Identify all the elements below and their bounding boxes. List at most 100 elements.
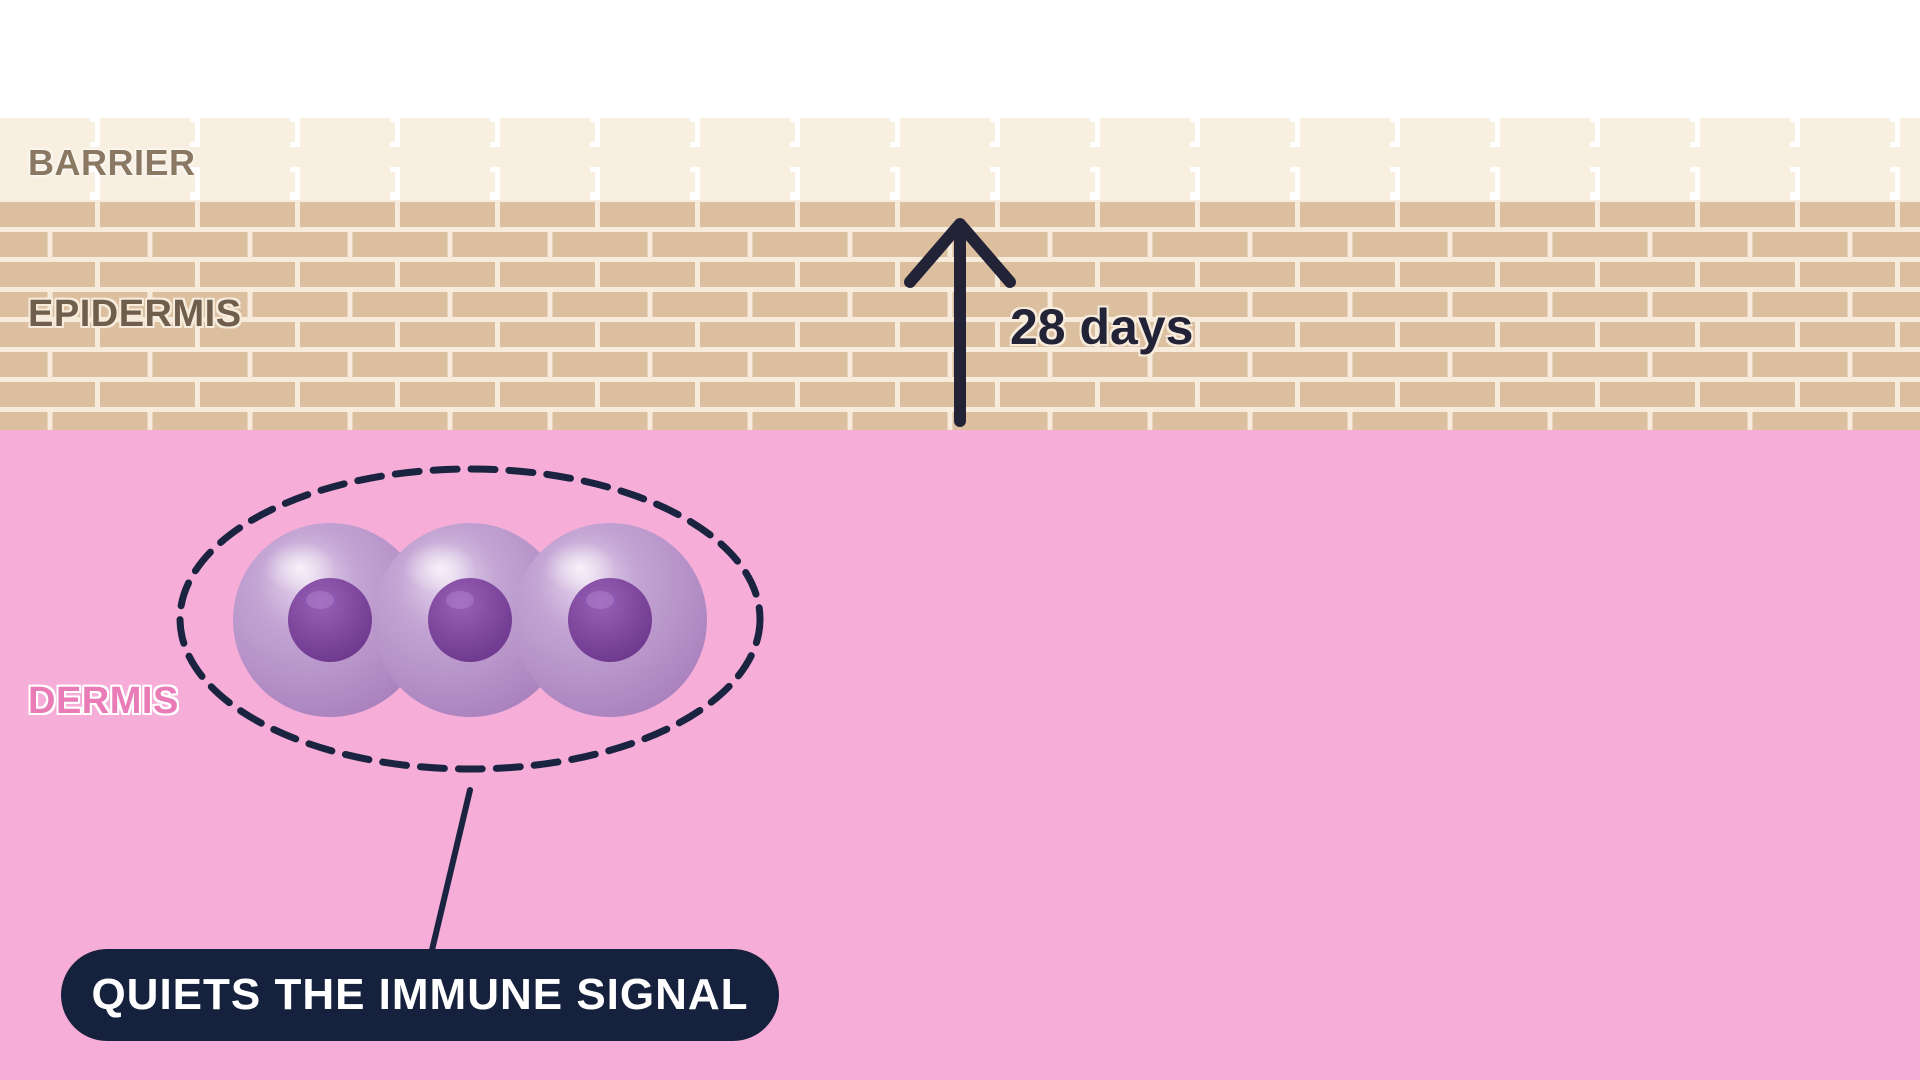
brick: [700, 262, 795, 287]
brick: [652, 147, 748, 167]
brick: [152, 412, 248, 430]
barrier-layer: [0, 118, 1920, 200]
dermis-label: DERMIS: [28, 680, 179, 722]
brick: [1300, 322, 1395, 347]
brick: [952, 292, 1048, 317]
brick: [700, 322, 795, 347]
brick: [100, 122, 195, 142]
brick: [1552, 232, 1648, 257]
brick: [1652, 292, 1748, 317]
brick: [1252, 292, 1348, 317]
brick: [152, 147, 248, 167]
brick: [600, 172, 695, 192]
brick: [1300, 262, 1395, 287]
brick: [1000, 322, 1095, 347]
brick: [300, 122, 395, 142]
brick: [1200, 382, 1295, 407]
brick: [1652, 232, 1748, 257]
brick: [552, 147, 648, 167]
brick: [1700, 202, 1795, 227]
brick: [1852, 232, 1920, 257]
brick: [500, 172, 595, 192]
brick: [752, 412, 848, 430]
brick: [1452, 352, 1548, 377]
brick: [1900, 172, 1920, 192]
brick: [500, 202, 595, 227]
brick: [1252, 232, 1348, 257]
brick: [400, 262, 495, 287]
brick: [0, 262, 95, 287]
brick: [1900, 262, 1920, 287]
brick: [300, 172, 395, 192]
brick: [1900, 322, 1920, 347]
brick: [552, 292, 648, 317]
brick: [1200, 262, 1295, 287]
brick: [352, 232, 448, 257]
brick: [152, 232, 248, 257]
brick: [552, 232, 648, 257]
brick: [1652, 147, 1748, 167]
brick: [1500, 202, 1595, 227]
brick: [52, 232, 148, 257]
brick: [652, 292, 748, 317]
brick: [252, 412, 348, 430]
brick: [100, 322, 195, 347]
brick: [1400, 172, 1495, 192]
brick: [1000, 172, 1095, 192]
brick: [1152, 292, 1248, 317]
brick: [1800, 122, 1895, 142]
brick: [1052, 292, 1148, 317]
brick: [900, 122, 995, 142]
brick: [852, 292, 948, 317]
brick: [800, 202, 895, 227]
brick: [1652, 412, 1748, 430]
brick: [400, 202, 495, 227]
brick: [552, 352, 648, 377]
brick: [400, 172, 495, 192]
brick: [0, 292, 48, 317]
brick: [52, 292, 148, 317]
brick: [452, 352, 548, 377]
brick: [1000, 122, 1095, 142]
brick: [900, 382, 995, 407]
epidermis-label: EPIDERMIS: [28, 293, 242, 335]
brick: [200, 262, 295, 287]
brick: [952, 147, 1048, 167]
dashed-highlight-ellipse: [176, 465, 764, 773]
brick: [1800, 172, 1895, 192]
brick: [800, 382, 895, 407]
brick: [1900, 382, 1920, 407]
brick: [752, 232, 848, 257]
brick: [1800, 382, 1895, 407]
brick: [1152, 412, 1248, 430]
brick: [52, 352, 148, 377]
brick: [1600, 172, 1695, 192]
brick: [852, 352, 948, 377]
callout-connector: [429, 787, 473, 953]
brick: [1600, 322, 1695, 347]
brick: [800, 262, 895, 287]
epidermis-bricks: [0, 202, 1920, 430]
brick: [1252, 147, 1348, 167]
brick: [1052, 147, 1148, 167]
brick: [200, 172, 295, 192]
brick: [1700, 322, 1795, 347]
brick: [1752, 292, 1848, 317]
brick: [1852, 352, 1920, 377]
brick: [852, 412, 948, 430]
brick: [1252, 352, 1348, 377]
brick: [1752, 232, 1848, 257]
brick: [1500, 262, 1595, 287]
brick: [452, 232, 548, 257]
turnover-days-label: 28 days: [1010, 299, 1194, 355]
brick: [700, 122, 795, 142]
brick: [1300, 382, 1395, 407]
brick: [352, 352, 448, 377]
brick: [1452, 412, 1548, 430]
brick: [700, 172, 795, 192]
brick: [752, 147, 848, 167]
brick: [1500, 122, 1595, 142]
brick: [1100, 172, 1195, 192]
brick: [1752, 352, 1848, 377]
